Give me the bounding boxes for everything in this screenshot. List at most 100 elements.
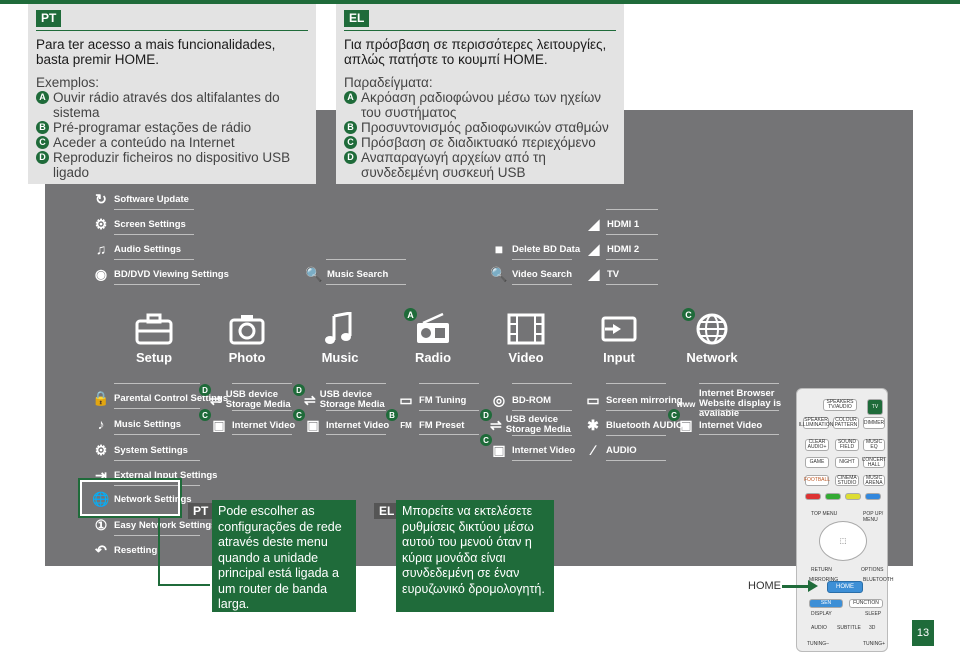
menu-bd-dvd-settings[interactable]: ◉BD/DVD Viewing Settings (92, 265, 229, 283)
green-button[interactable] (825, 493, 841, 500)
remote-button-label: SPEAKER ILLUMINATION (798, 417, 834, 428)
menu-network-internet-video[interactable]: ▣Internet Video (677, 416, 762, 434)
sen-button[interactable]: SEN (809, 599, 843, 608)
yellow-button[interactable] (845, 493, 861, 500)
night-button[interactable]: NIGHT (835, 457, 859, 468)
menu-external-input-settings[interactable]: ⇥External Input Settings (92, 466, 217, 484)
mark-b: B (36, 121, 49, 134)
menu-system-settings[interactable]: ⚙System Settings (92, 441, 188, 459)
tv-button[interactable]: TV (867, 399, 883, 415)
music-eq-button[interactable]: MUSIC EQ (863, 439, 885, 451)
menu-item-label: Resetting (114, 544, 158, 556)
category-video[interactable]: Video (486, 312, 566, 365)
category-radio[interactable]: Radio (393, 312, 473, 365)
mark-c: C (480, 434, 492, 446)
category-input[interactable]: Input (579, 312, 659, 365)
dimmer-button[interactable]: DIMMER (863, 417, 885, 429)
menu-audio[interactable]: ∕AUDIO (584, 441, 637, 459)
menu-hdmi-1[interactable]: ◢HDMI 1 (585, 215, 640, 233)
menu-bluetooth-audio[interactable]: ✱Bluetooth AUDIO (584, 416, 683, 434)
menu-item-label: Internet Video (232, 419, 296, 431)
music-arena-button[interactable]: MUSIC ARENA (863, 475, 885, 486)
menu-music-search[interactable]: 🔍Music Search (305, 265, 388, 283)
menu-video-search[interactable]: 🔍Video Search (490, 265, 572, 283)
red-button[interactable] (805, 493, 821, 500)
menu-music-internet-video[interactable]: ▣Internet Video (304, 416, 389, 434)
menu-tv[interactable]: ◢TV (585, 265, 620, 283)
subtitle-label: SUBTITLE (837, 625, 861, 631)
football-button[interactable]: FOOTBALL (804, 475, 830, 486)
el-instructions-box: EL Για πρόσβαση σε περισσότερες λειτουργ… (336, 4, 624, 184)
menu-photo-usb[interactable]: ⇌USB device Storage Media (210, 390, 295, 410)
tuner-icon: ▭ (399, 391, 413, 408)
music-search-icon: 🔍 (305, 265, 323, 282)
remote-button-label: CONCERT HALL (861, 456, 887, 468)
menu-item-label: TV (607, 268, 620, 280)
colour-pattern-button[interactable]: COLOUR PATTERN (833, 417, 859, 429)
mark-c: C (668, 409, 680, 421)
sound-field-button[interactable]: SOUND FIELD (835, 439, 859, 451)
menu-item-label: Screen Settings (114, 218, 186, 230)
globe-icon (696, 313, 728, 345)
mark-c: C (36, 136, 49, 149)
category-photo[interactable]: Photo (207, 312, 287, 365)
clear-audio-button[interactable]: CLEAR AUDIO+ (805, 439, 829, 451)
game-button[interactable]: GAME (805, 457, 829, 468)
home-label: HOME (748, 580, 781, 592)
divider (232, 410, 292, 411)
menu-video-usb[interactable]: ⇌USB device Storage Media (490, 415, 575, 435)
menu-parental-control[interactable]: 🔒Parental Control Settings (92, 389, 228, 407)
pt-lead: Para ter acesso a mais funcionalidades, … (36, 37, 276, 67)
menu-fm-tuning[interactable]: ▭FM Tuning (397, 391, 466, 409)
category-music[interactable]: Music (300, 312, 380, 365)
audio-gear-icon: ♫ (95, 241, 107, 257)
menu-bd-rom[interactable]: ◎BD-ROM (490, 391, 551, 409)
function-button[interactable]: FUNCTION (849, 599, 883, 608)
menu-video-internet-video[interactable]: ▣Internet Video (490, 441, 575, 459)
category-label: Setup (135, 350, 173, 365)
home-button[interactable]: HOME (827, 581, 863, 593)
mark-c: C (199, 409, 211, 421)
el-example-text: Αναπαραγωγή αρχείων από τη συνδεδεμένη σ… (361, 150, 546, 180)
menu-music-settings[interactable]: ♪Music Settings (92, 415, 182, 433)
menu-music-usb[interactable]: ⇌USB device Storage Media (304, 390, 389, 410)
internet-video-icon: ▣ (306, 416, 320, 433)
menu-photo-internet-video[interactable]: ▣Internet Video (210, 416, 295, 434)
mirroring-icon: ▭ (586, 391, 600, 408)
el-examples-label: Παραδείγματα: (344, 75, 433, 90)
category-setup[interactable]: Setup (114, 312, 194, 365)
menu-screen-settings[interactable]: ⚙Screen Settings (92, 215, 186, 233)
concert-hall-button[interactable]: CONCERT HALL (861, 456, 887, 468)
menu-software-update[interactable]: ↻Software Update (92, 190, 189, 208)
blue-button[interactable] (865, 493, 881, 500)
dpad[interactable]: ⬚ (819, 521, 867, 561)
hdmi-cable-icon: ◢ (588, 240, 600, 257)
pt-example-text: Pré-programar estações de rádio (53, 120, 252, 135)
menu-resetting[interactable]: ↶Resetting (92, 541, 157, 559)
divider (232, 383, 292, 384)
cinema-studio-button[interactable]: CINEMA STUDIO (835, 475, 859, 486)
callout-connector (158, 516, 160, 586)
menu-item-label: HDMI 1 (607, 218, 640, 230)
menu-screen-mirroring[interactable]: ▭Screen mirroring (584, 391, 682, 409)
divider (114, 485, 200, 486)
top-bar (0, 0, 960, 4)
usb-icon: ⇌ (210, 391, 222, 408)
speaker-illumination-button[interactable]: SPEAKER ILLUMINATION (799, 417, 833, 429)
remote-button-label: FUNCTION (853, 600, 879, 606)
divider (512, 435, 572, 436)
menu-network-settings[interactable]: 🌐Network Settings (92, 490, 191, 508)
home-arrowhead (808, 580, 818, 592)
menu-audio-settings[interactable]: ♫Audio Settings (92, 240, 181, 258)
speakers-button[interactable]: SPEAKERS TV/AUDIO (823, 399, 857, 411)
menu-hdmi-2[interactable]: ◢HDMI 2 (585, 240, 640, 258)
category-network[interactable]: Network (672, 312, 752, 365)
divider (326, 383, 386, 384)
menu-delete-bd-data[interactable]: ■Delete BD Data (490, 240, 580, 258)
